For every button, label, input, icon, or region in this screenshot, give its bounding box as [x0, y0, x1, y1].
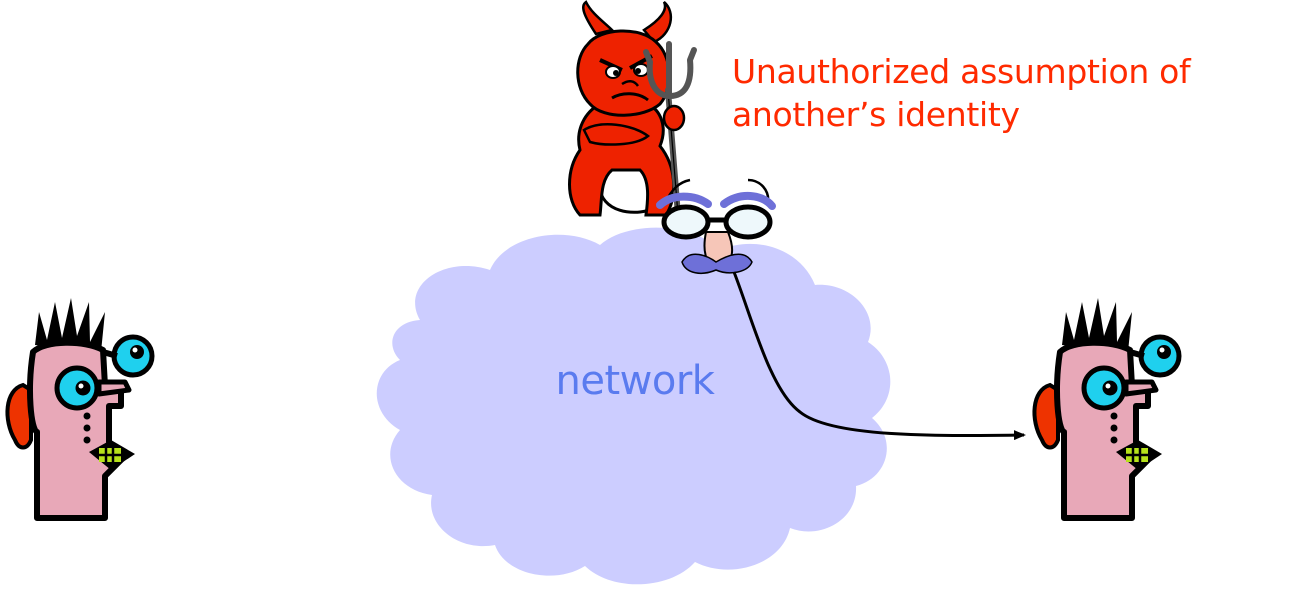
caption-line-2: another’s identity: [732, 95, 1020, 134]
attack-caption: Unauthorized assumption of another’s ide…: [732, 50, 1302, 136]
devil-icon: [568, 0, 697, 218]
groucho-glasses-icon: [656, 178, 776, 275]
right-person-icon: [1034, 298, 1179, 518]
impersonation-arrow: [732, 271, 1026, 441]
network-label: network: [555, 358, 715, 404]
caption-line-1: Unauthorized assumption of: [732, 52, 1191, 91]
left-person-icon: [7, 298, 152, 518]
network-cloud-icon: [376, 227, 891, 585]
